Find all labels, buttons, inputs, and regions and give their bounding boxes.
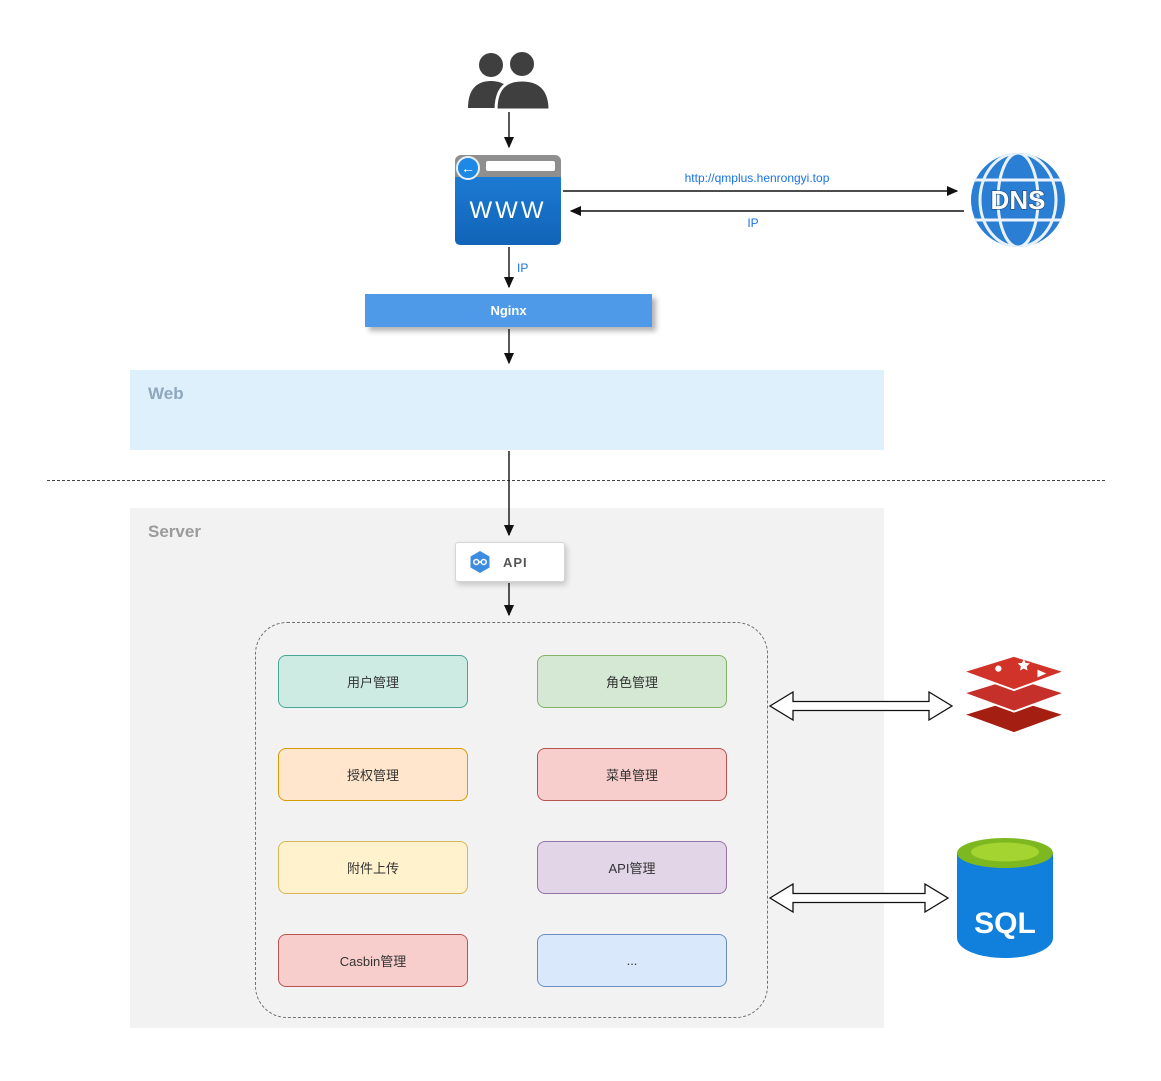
module-container: 用户管理 角色管理授权管理 菜单管理附件上传 API管理 Casbin管理... [255,622,768,1018]
browser-node: ← WWW [455,155,561,245]
sql-database-icon: SQL [957,838,1053,958]
web-server-divider [47,480,1105,481]
users-icon [468,50,552,112]
web-zone: Web [130,370,884,450]
module-box-user: 用户管理 [278,655,468,708]
api-node: API [455,542,565,582]
redis-icon [960,654,1068,735]
browser-body: WWW [455,177,561,245]
dns-label: DNS [991,185,1046,215]
module-box-api: API管理 [537,841,727,894]
server-zone-label: Server [148,522,201,541]
edge-label-url: http://qmplus.henrongyi.top [685,171,830,185]
module-box-upload: 附件上传 [278,841,468,894]
back-arrow-icon: ← [456,156,480,180]
nginx-node: Nginx [365,294,652,327]
module-box-casbin: Casbin管理 [278,934,468,987]
api-hexagon-icon [470,551,490,573]
module-box-auth: 授权管理 [278,748,468,801]
browser-address-bar [486,161,555,171]
web-zone-label: Web [148,384,184,403]
module-box-menu: 菜单管理 [537,748,727,801]
browser-label: WWW [469,197,547,224]
dns-icon: DNS [971,153,1065,247]
module-grid: 用户管理 角色管理授权管理 菜单管理附件上传 API管理 Casbin管理... [278,655,727,987]
module-box-more: ... [537,934,727,987]
module-box-role: 角色管理 [537,655,727,708]
edge-label-ip-nginx: IP [517,261,528,275]
sql-label: SQL [974,907,1036,940]
edge-label-ip-dns: IP [747,216,758,230]
api-label: API [503,554,528,570]
nginx-label: Nginx [490,303,527,318]
